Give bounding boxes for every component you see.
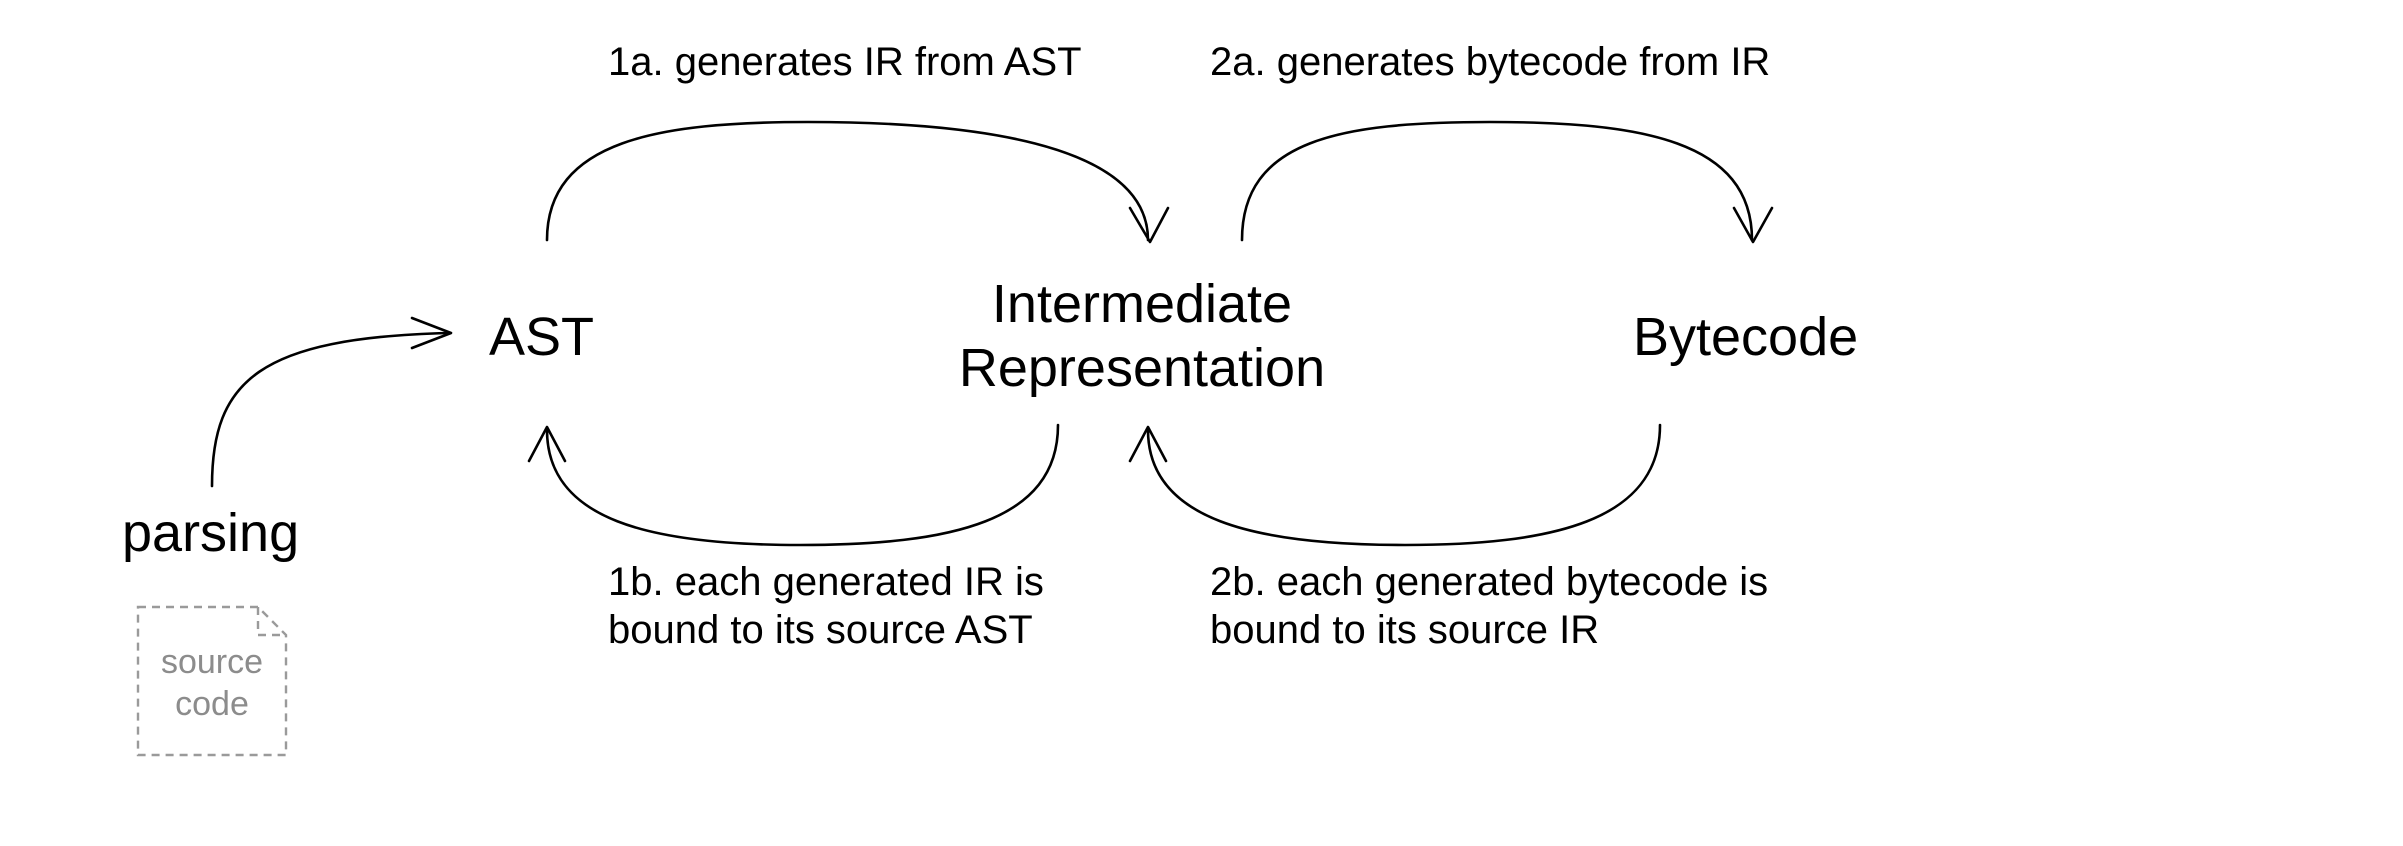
node-ir-line2: Representation [958, 338, 1326, 398]
node-ir-line1: Intermediate [991, 274, 1293, 334]
arrowhead-1a [1128, 206, 1170, 244]
node-intermediate-representation: Intermediate Representation [952, 272, 1332, 400]
arrow-1a [545, 120, 1150, 242]
arrowhead-2b [1128, 425, 1168, 463]
label-1a: 1a. generates IR from AST [608, 40, 1082, 84]
source-code-label: source code [136, 641, 288, 725]
node-bytecode: Bytecode [1633, 307, 1859, 367]
label-2b-line1: 2b. each generated bytecode is [1210, 560, 1769, 604]
label-1b: 1b. each generated IR is bound to its so… [608, 558, 1044, 654]
source-code-line1: source [160, 643, 264, 681]
node-ast: AST [489, 307, 595, 367]
label-1b-line2: bound to its source AST [608, 608, 1033, 652]
label-1b-line1: 1b. each generated IR is [608, 560, 1044, 604]
arrow-2b [1146, 423, 1662, 547]
label-2b-line2: bound to its source IR [1210, 608, 1600, 652]
source-code-line2: code [175, 685, 249, 723]
document-outline [136, 605, 288, 757]
arrow-1b [545, 423, 1060, 547]
arrow-parsing-to-ast [210, 331, 450, 488]
arrow-2a [1240, 120, 1754, 242]
arrowhead-parsing-to-ast [410, 316, 453, 350]
arrowhead-1b [527, 425, 567, 463]
node-parsing: parsing [122, 503, 300, 563]
arrowhead-2a [1732, 206, 1774, 244]
label-2a: 2a. generates bytecode from IR [1210, 40, 1771, 84]
source-code-document-icon: source code [136, 605, 288, 757]
label-2b: 2b. each generated bytecode is bound to … [1210, 558, 1768, 654]
